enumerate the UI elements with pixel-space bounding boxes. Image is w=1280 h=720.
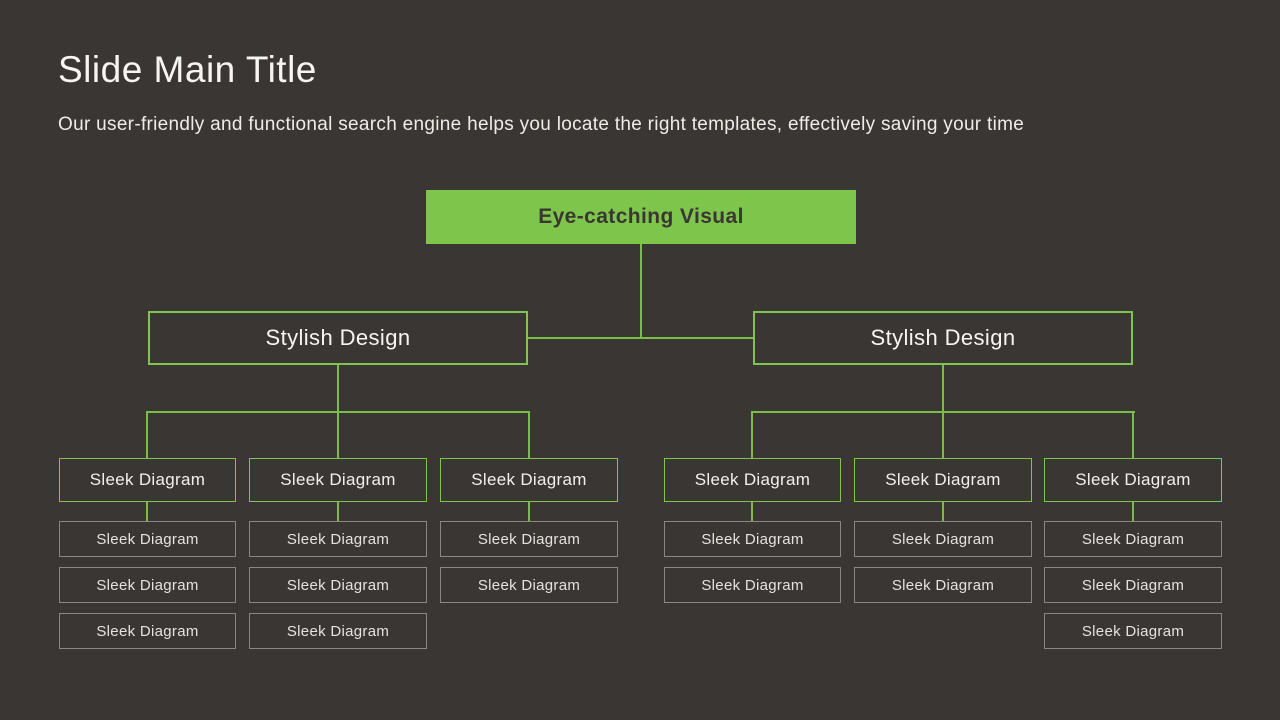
connector-left-drop-3 (528, 411, 530, 458)
list-item: Sleek Diagram (664, 567, 841, 603)
leaf-node: Sleek Diagram (440, 458, 618, 502)
list-item: Sleek Diagram (1044, 613, 1222, 649)
list-item: Sleek Diagram (59, 613, 236, 649)
leaf-node: Sleek Diagram (664, 458, 841, 502)
list-item: Sleek Diagram (59, 521, 236, 557)
leaf-node: Sleek Diagram (854, 458, 1032, 502)
connector-stub-col1 (146, 502, 148, 521)
leaf-node: Sleek Diagram (59, 458, 236, 502)
connector-stub-col5 (942, 502, 944, 521)
connector-stub-col2 (337, 502, 339, 521)
list-item: Sleek Diagram (854, 521, 1032, 557)
branch-node-right: Stylish Design (753, 311, 1133, 365)
connector-left-distributor (146, 411, 530, 413)
list-item: Sleek Diagram (1044, 521, 1222, 557)
connector-branches-horizontal (528, 337, 753, 339)
list-item: Sleek Diagram (1044, 567, 1222, 603)
branch-node-left: Stylish Design (148, 311, 528, 365)
connector-stub-col4 (751, 502, 753, 521)
root-node: Eye-catching Visual (426, 190, 856, 244)
connector-right-drop-6 (1132, 411, 1134, 458)
slide-subtitle: Our user-friendly and functional search … (58, 114, 1025, 135)
connector-stub-col3 (528, 502, 530, 521)
list-item: Sleek Diagram (249, 567, 427, 603)
leaf-node: Sleek Diagram (249, 458, 427, 502)
connector-left-drop-1 (146, 411, 148, 458)
list-item: Sleek Diagram (854, 567, 1032, 603)
list-item: Sleek Diagram (664, 521, 841, 557)
leaf-node: Sleek Diagram (1044, 458, 1222, 502)
list-item: Sleek Diagram (440, 521, 618, 557)
list-item: Sleek Diagram (440, 567, 618, 603)
connector-root-vertical (640, 244, 642, 338)
slide-title: Slide Main Title (58, 49, 317, 90)
list-item: Sleek Diagram (249, 521, 427, 557)
connector-right-drop-4 (751, 411, 753, 458)
list-item: Sleek Diagram (59, 567, 236, 603)
connector-right-distributor (751, 411, 1135, 413)
list-item: Sleek Diagram (249, 613, 427, 649)
connector-stub-col6 (1132, 502, 1134, 521)
